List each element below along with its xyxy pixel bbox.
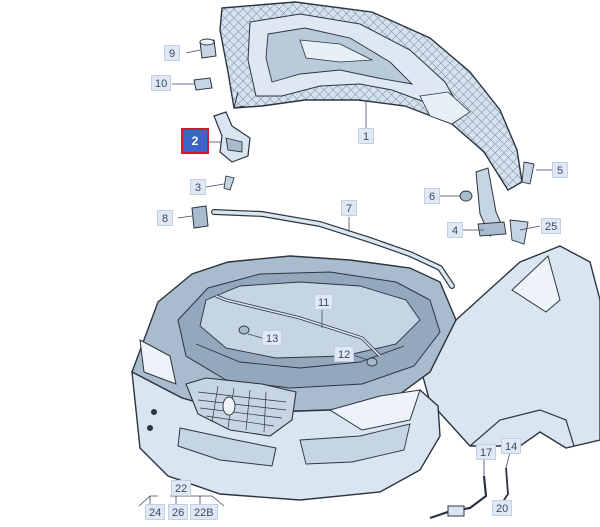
leader-lines xyxy=(138,49,552,513)
callout-8[interactable]: 8 xyxy=(157,210,173,226)
callout-17[interactable]: 17 xyxy=(476,444,497,460)
callout-13[interactable]: 13 xyxy=(262,330,283,346)
callout-14[interactable]: 14 xyxy=(501,438,522,454)
callout-9[interactable]: 9 xyxy=(164,45,180,61)
release-cable xyxy=(429,475,488,520)
callout-24[interactable]: 24 xyxy=(145,504,166,520)
callout-22[interactable]: 22 xyxy=(171,480,192,496)
callout-26[interactable]: 26 xyxy=(168,504,189,520)
callout-11[interactable]: 11 xyxy=(314,294,334,310)
callout-3[interactable]: 3 xyxy=(190,179,206,195)
callout-25[interactable]: 25 xyxy=(541,218,562,234)
callout-1[interactable]: 1 xyxy=(358,128,374,144)
car-front xyxy=(131,255,457,501)
callout-7[interactable]: 7 xyxy=(341,200,357,216)
callout-5[interactable]: 5 xyxy=(552,162,568,178)
callout-22b[interactable]: 22B xyxy=(190,504,218,520)
fender xyxy=(419,245,600,449)
callout-4[interactable]: 4 xyxy=(447,222,463,238)
callout-2-selected[interactable]: 2 xyxy=(181,128,209,154)
callout-20[interactable]: 20 xyxy=(492,500,513,516)
support-rod xyxy=(215,294,382,358)
callout-6[interactable]: 6 xyxy=(424,188,440,204)
callout-10[interactable]: 10 xyxy=(151,75,172,91)
hood-lock-part[interactable] xyxy=(213,111,251,163)
hood xyxy=(219,1,523,191)
callout-12[interactable]: 12 xyxy=(334,346,355,362)
small-parts xyxy=(191,38,535,367)
